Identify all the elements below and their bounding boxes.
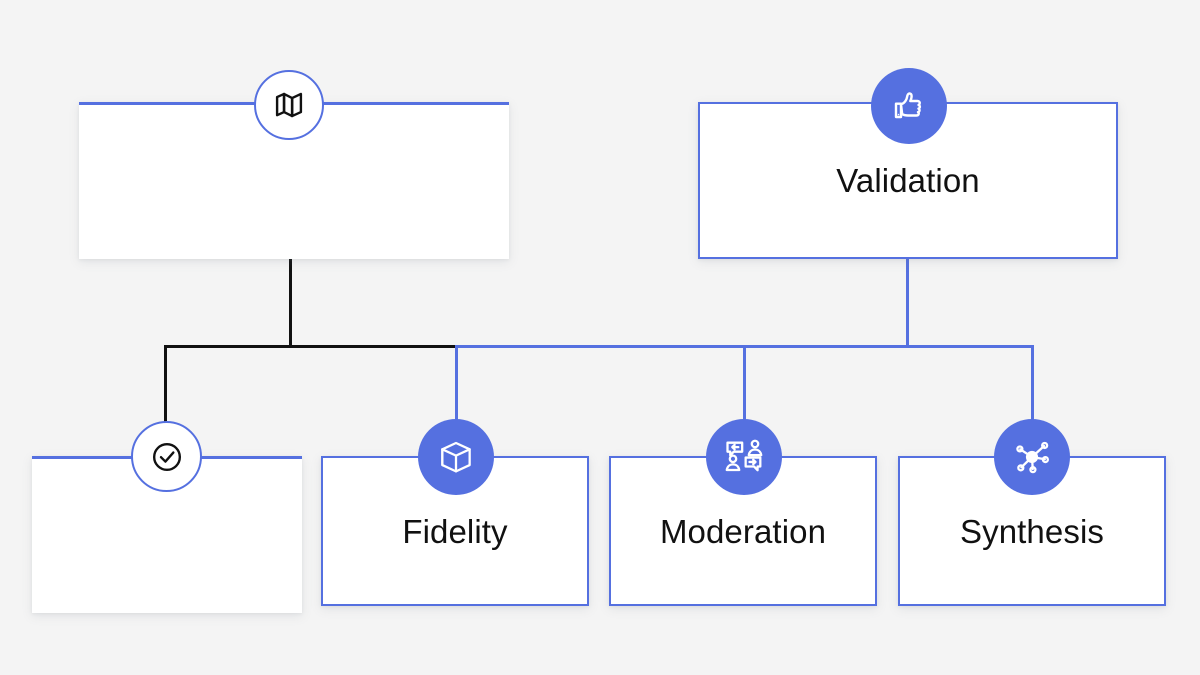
node-label-moderation: Moderation xyxy=(659,512,827,550)
connector-dark-bus xyxy=(164,345,457,348)
connector-fidelity-drop xyxy=(455,345,458,428)
connector-node1-drop xyxy=(289,258,292,348)
node-label-validation: Validation xyxy=(836,162,980,199)
connector-moderation-drop xyxy=(743,345,746,428)
map-icon[interactable] xyxy=(254,70,324,140)
chat-exchange-icon[interactable] xyxy=(706,419,782,495)
cube-icon[interactable] xyxy=(418,419,494,495)
network-hub-icon[interactable] xyxy=(994,419,1070,495)
node-label-synthesis: Synthesis xyxy=(960,512,1104,550)
connector-node2-drop xyxy=(164,345,167,428)
connector-synthesis-drop xyxy=(1031,345,1034,428)
node-card-validation[interactable]: Validation xyxy=(698,102,1118,259)
thumbs-up-icon[interactable] xyxy=(871,68,947,144)
check-circle-icon[interactable] xyxy=(131,421,202,492)
node-label-fidelity: Fidelity xyxy=(402,512,508,550)
connector-validation-drop xyxy=(906,258,909,348)
